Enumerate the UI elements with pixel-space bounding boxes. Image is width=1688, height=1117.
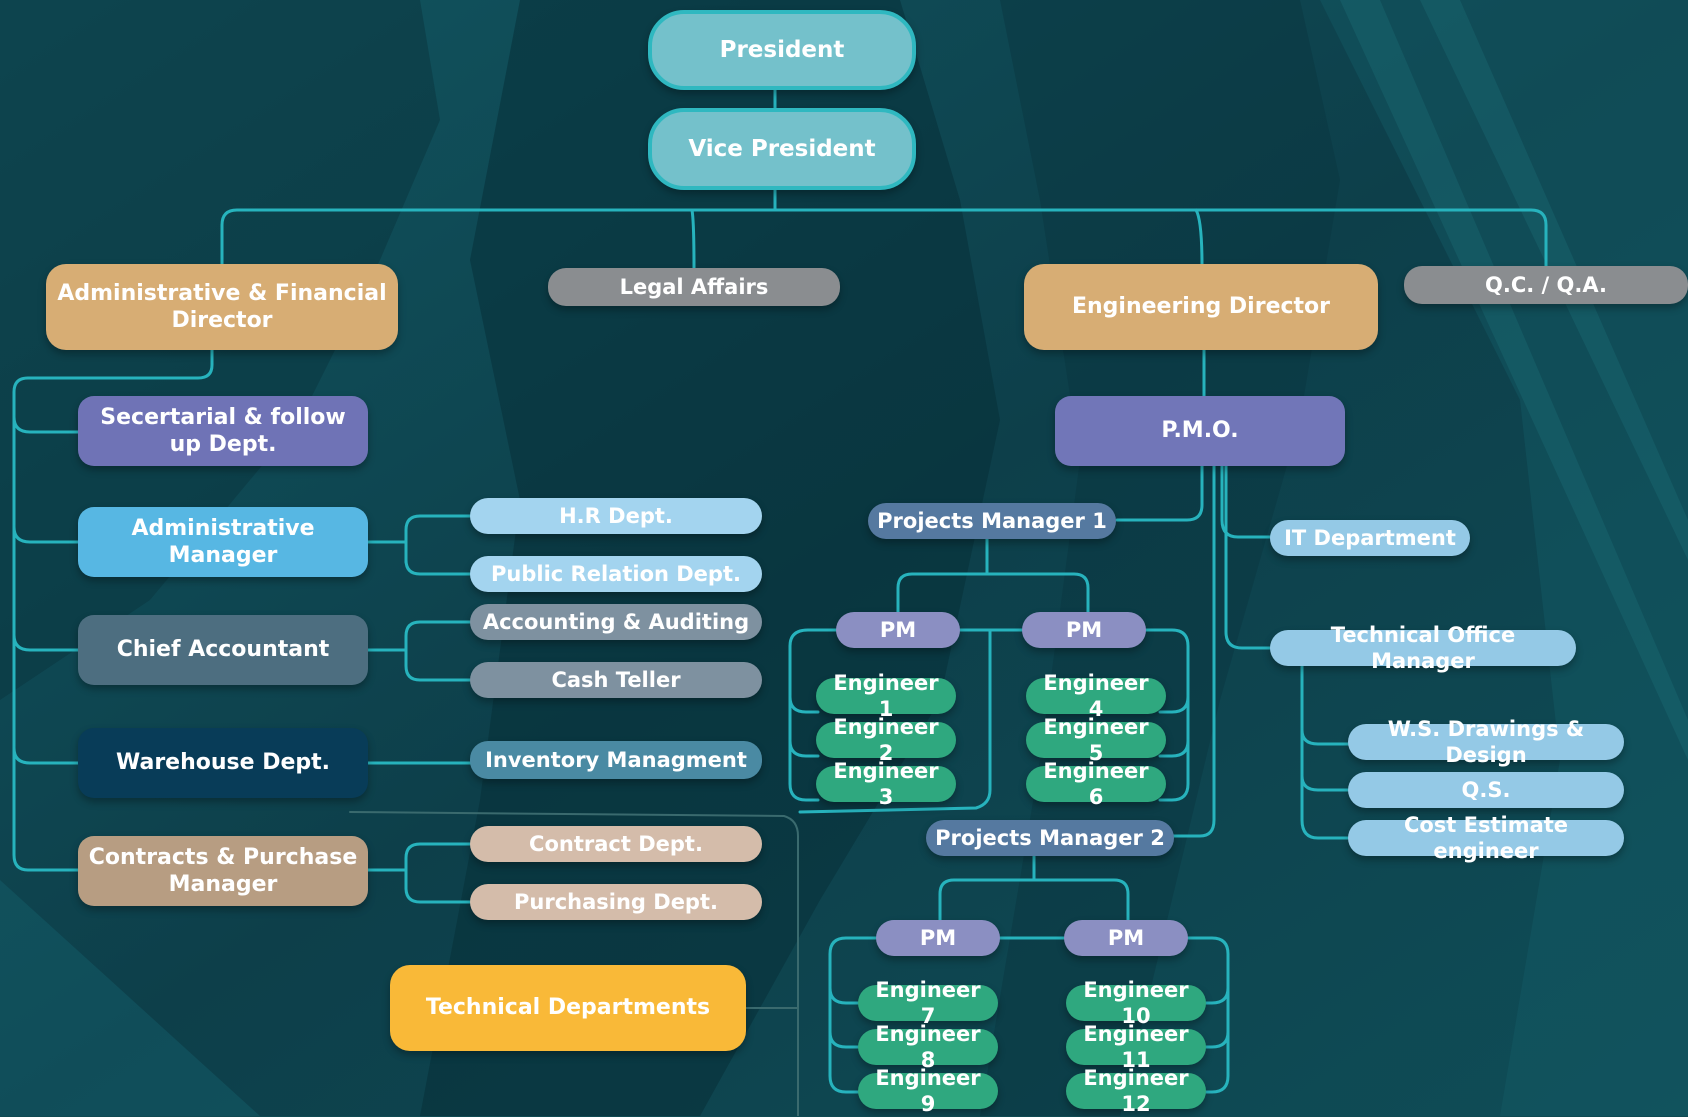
legal-affairs-node: Legal Affairs <box>548 268 840 306</box>
engineer-8-node: Engineer 8 <box>858 1022 998 1072</box>
inventory-management-node: Inventory Managment <box>470 741 762 779</box>
pm-node-4: PM <box>1064 920 1188 956</box>
cost-estimate-engineer-node: Cost Estimate engineer <box>1348 813 1624 863</box>
contracts-purchase-manager-node: Contracts & Purchase Manager <box>78 836 368 906</box>
pmo-node: P.M.O. <box>1055 396 1345 466</box>
projects-manager-1-node: Projects Manager 1 <box>868 503 1116 539</box>
accounting-auditing-node: Accounting & Auditing <box>470 604 762 640</box>
admin-financial-director-node: Administrative & Financial Director <box>46 264 398 350</box>
pm-node-3: PM <box>876 920 1000 956</box>
pm-node-2: PM <box>1022 612 1146 648</box>
engineer-3-node: Engineer 3 <box>816 759 956 809</box>
technical-office-manager-node: Technical Office Manager <box>1270 623 1576 673</box>
secretarial-dept-node: Secertarial & follow up Dept. <box>78 396 368 466</box>
technical-departments-node: Technical Departments <box>390 965 746 1051</box>
engineer-7-node: Engineer 7 <box>858 978 998 1028</box>
pm-node-1: PM <box>836 612 960 648</box>
president-node: President <box>648 10 916 90</box>
purchasing-dept-node: Purchasing Dept. <box>470 884 762 920</box>
administrative-manager-node: Administrative Manager <box>78 507 368 577</box>
qc-qa-node: Q.C. / Q.A. <box>1404 266 1688 304</box>
engineer-5-node: Engineer 5 <box>1026 715 1166 765</box>
ws-drawings-design-node: W.S. Drawings & Design <box>1348 717 1624 767</box>
chief-accountant-node: Chief Accountant <box>78 615 368 685</box>
engineer-10-node: Engineer 10 <box>1066 978 1206 1028</box>
engineer-9-node: Engineer 9 <box>858 1066 998 1116</box>
it-department-node: IT Department <box>1270 520 1470 556</box>
contract-dept-node: Contract Dept. <box>470 826 762 862</box>
engineering-director-node: Engineering Director <box>1024 264 1378 350</box>
engineer-11-node: Engineer 11 <box>1066 1022 1206 1072</box>
qs-node: Q.S. <box>1348 772 1624 808</box>
engineer-12-node: Engineer 12 <box>1066 1066 1206 1116</box>
engineer-1-node: Engineer 1 <box>816 671 956 721</box>
hr-dept-node: H.R Dept. <box>470 498 762 534</box>
warehouse-dept-node: Warehouse Dept. <box>78 728 368 798</box>
cash-teller-node: Cash Teller <box>470 662 762 698</box>
engineer-2-node: Engineer 2 <box>816 715 956 765</box>
projects-manager-2-node: Projects Manager 2 <box>926 820 1174 856</box>
engineer-4-node: Engineer 4 <box>1026 671 1166 721</box>
engineer-6-node: Engineer 6 <box>1026 759 1166 809</box>
vice-president-node: Vice President <box>648 108 916 190</box>
public-relation-dept-node: Public Relation Dept. <box>470 556 762 592</box>
